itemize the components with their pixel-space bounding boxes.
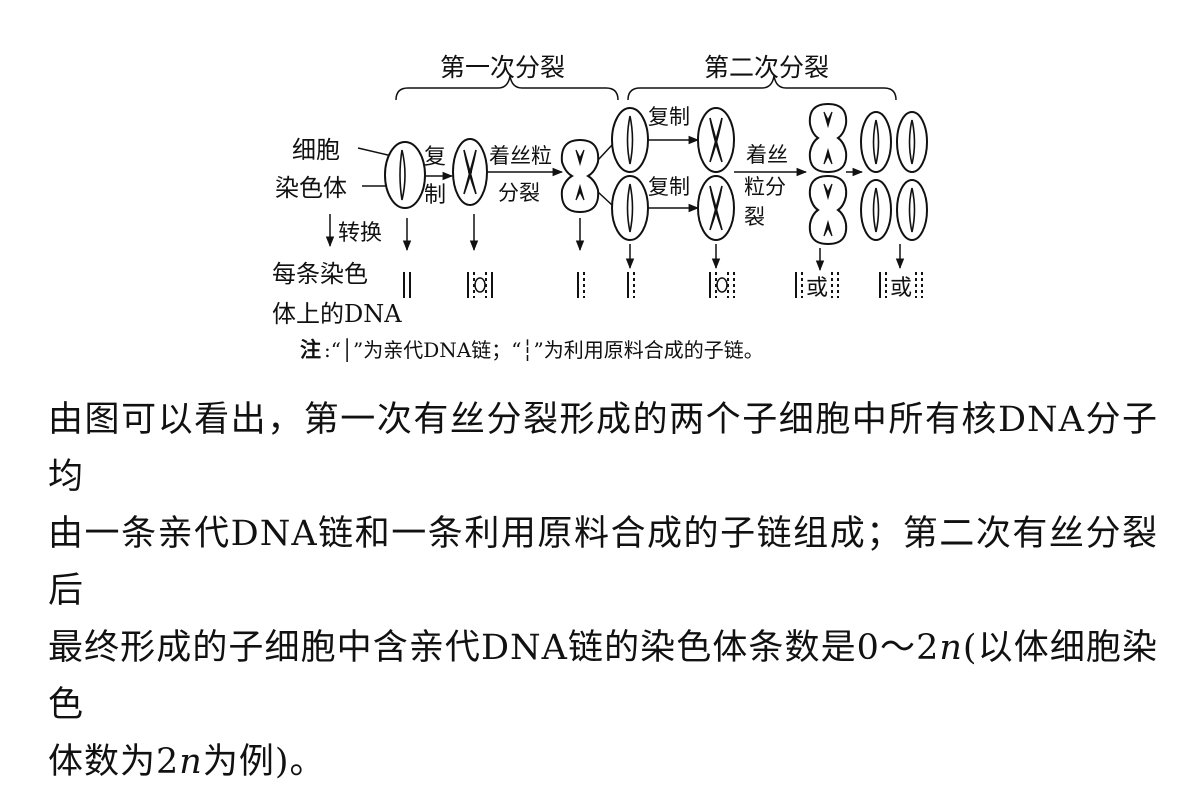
paragraph-line-4-b: 为例)。	[202, 742, 326, 782]
paragraph-line-2: 由一条亲代DNA链和一条利用原料合成的子链组成；第二次有丝分裂后	[48, 514, 1158, 611]
arrow-to-daughter-bottom	[597, 191, 613, 206]
dna-replicated-2	[709, 272, 735, 298]
note-prefix: 注	[300, 337, 321, 362]
first-division-label: 第一次分裂	[440, 53, 565, 82]
first-division-brace	[395, 75, 619, 101]
daughter-cell-upper	[611, 107, 649, 173]
centromere-split-top: 着丝粒	[489, 144, 552, 168]
centromere2-line3: 裂	[744, 205, 765, 229]
second-division-brace	[627, 75, 897, 101]
daughter-cell-lower	[611, 175, 649, 241]
paragraph-line-3: 最终形成的子细胞中含亲代DNA链的染色体条数是0～2n(以体细胞染色	[48, 620, 1158, 734]
dividing-cell	[560, 138, 600, 214]
paragraph-line-1: 由图可以看出，第一次有丝分裂形成的两个子细胞中所有核DNA分子均	[48, 400, 1158, 497]
replicate-text-2: 制	[424, 183, 446, 208]
arrow-to-daughter-top	[597, 144, 613, 161]
centromere2-line1: 着丝	[746, 143, 788, 167]
final-cell-2	[896, 111, 928, 173]
dividing-cell-lower	[808, 174, 848, 246]
cell-label: 细胞	[292, 136, 340, 164]
note-text: :“│”为亲代DNA链；“┆”为利用原料合成的子链。	[324, 338, 764, 362]
chromosome-label: 染色体	[275, 174, 347, 202]
paragraph-line-4-a: 体数为2	[48, 742, 180, 782]
convert-label: 转换	[338, 221, 382, 246]
final-cell-1	[860, 111, 892, 173]
parent-cell	[384, 141, 426, 209]
dna-outcome-2	[879, 272, 923, 298]
cell-pointer-line	[357, 147, 393, 157]
explanation-paragraph: 由图可以看出，第一次有丝分裂形成的两个子细胞中所有核DNA分子均 由一条亲代DN…	[48, 392, 1158, 791]
dna-parent-double	[403, 272, 411, 298]
dna-daughter	[627, 272, 635, 298]
dna-outcome-1	[795, 272, 839, 298]
second-division-label: 第二次分裂	[704, 53, 829, 82]
replicated-cell-lower	[697, 175, 735, 241]
replicate-lower-text: 复制	[648, 175, 690, 199]
final-cell-3	[860, 179, 892, 241]
replicate-upper-text: 复制	[648, 105, 690, 129]
dividing-cell-upper	[808, 102, 848, 174]
variable-n-1: n	[939, 628, 963, 668]
dna-split-1	[577, 272, 585, 298]
dna-replicated-1	[467, 272, 493, 298]
mitosis-diagram: 第一次分裂 第二次分裂 细胞 染色体 转换 每条染色 体上的DNA 复 制 着丝…	[272, 53, 928, 362]
final-cell-4	[896, 179, 928, 241]
replicated-cell	[452, 138, 488, 206]
paragraph-line-4: 体数为2n为例)。	[48, 734, 1158, 791]
or-text-2: 或	[890, 276, 912, 301]
variable-n-2: n	[179, 742, 203, 782]
or-text-1: 或	[806, 276, 828, 301]
centromere2-line2: 粒分	[744, 175, 786, 199]
dna-label-line2: 体上的DNA	[272, 300, 402, 328]
replicate-text-1: 复	[424, 145, 446, 170]
dna-label-line1: 每条染色	[272, 260, 368, 288]
centromere-split-bottom: 分裂	[498, 181, 540, 205]
paragraph-line-3-a: 最终形成的子细胞中含亲代DNA链的染色体条数是0～2	[48, 628, 940, 668]
replicated-cell-upper	[697, 107, 735, 173]
